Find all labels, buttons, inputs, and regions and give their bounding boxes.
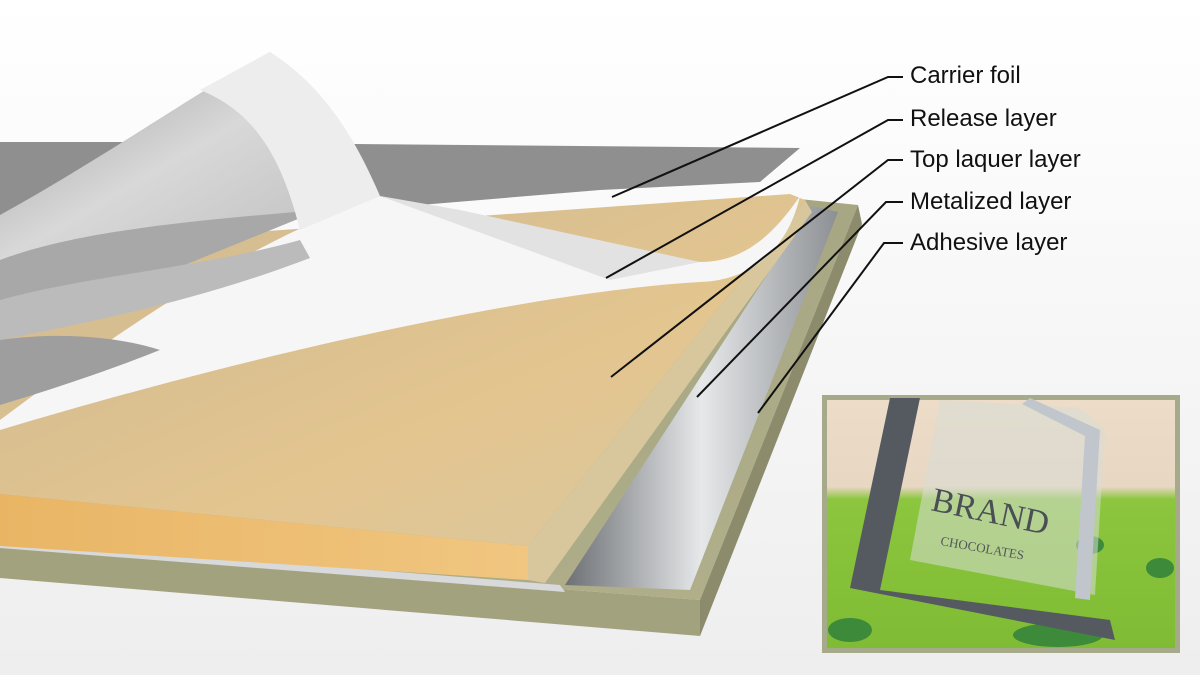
label-carrier-foil: Carrier foil (910, 62, 1021, 89)
leader-line-top-laquer-layer (610, 159, 903, 378)
label-top-laquer-layer: Top laquer layer (910, 146, 1081, 173)
label-release-layer: Release layer (910, 105, 1057, 132)
leader-line-metalized-layer (696, 201, 903, 398)
label-metalized-layer: Metalized layer (910, 188, 1072, 215)
leader-line-release-layer (605, 119, 903, 279)
leader-line-carrier-foil (611, 76, 903, 198)
inset-photo-stamped-label: BRAND CHOCOLATES (822, 395, 1180, 653)
leader-line-adhesive-layer (757, 242, 903, 414)
carrier-foil-sheet (0, 52, 800, 430)
leader-lines (605, 76, 903, 414)
label-adhesive-layer: Adhesive layer (910, 229, 1068, 256)
